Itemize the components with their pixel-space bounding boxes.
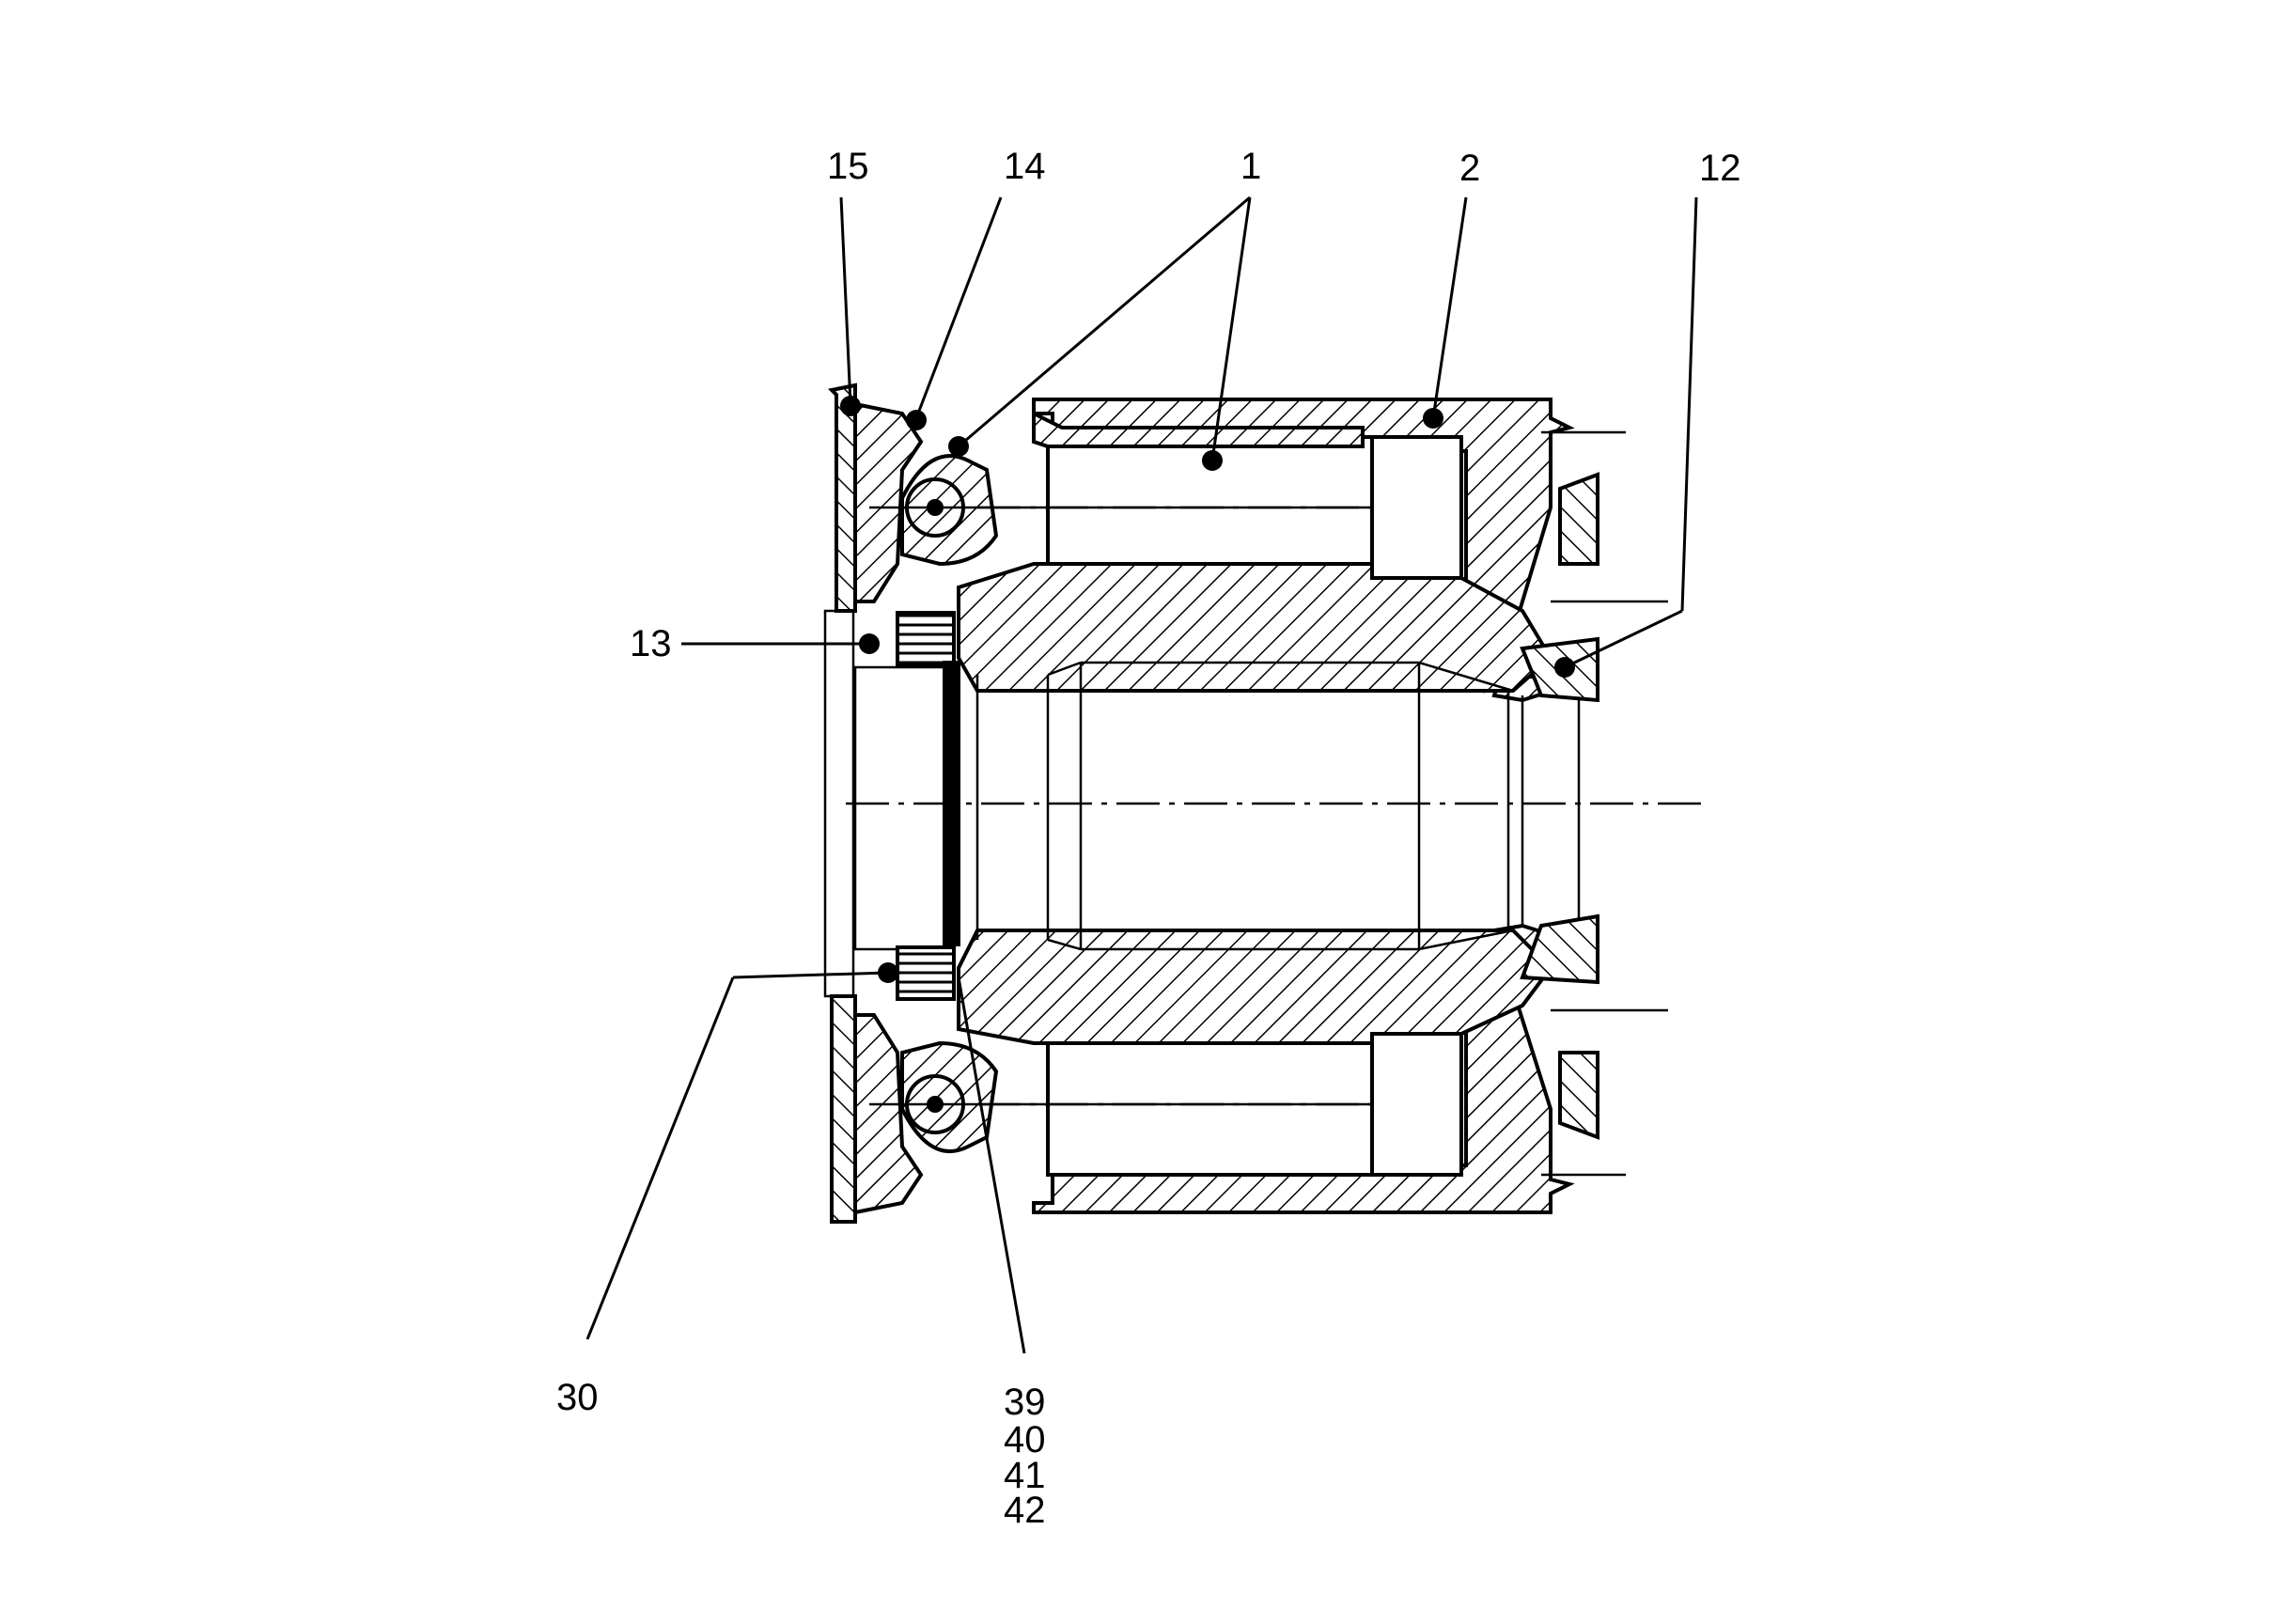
label-2: 2 <box>1459 148 1480 189</box>
central-bore <box>853 661 1581 951</box>
label-40: 40 <box>1004 1419 1046 1460</box>
retainer-plate <box>823 383 924 1224</box>
label-13: 13 <box>630 623 672 664</box>
label-12: 12 <box>1699 148 1741 189</box>
label-15: 15 <box>827 146 869 187</box>
label-14: 14 <box>1004 146 1046 187</box>
label-1: 1 <box>1240 146 1261 187</box>
label-30: 30 <box>556 1377 599 1418</box>
label-42: 42 <box>1004 1490 1046 1531</box>
label-39: 39 <box>1004 1382 1046 1423</box>
label-41: 41 <box>1004 1455 1046 1496</box>
leader-lines <box>585 195 1698 1354</box>
cylinder-barrel-upper <box>957 398 1599 703</box>
spring-assembly <box>896 611 960 1001</box>
center-lines <box>846 506 1701 1106</box>
cylinder-barrel-lower <box>957 923 1599 1214</box>
